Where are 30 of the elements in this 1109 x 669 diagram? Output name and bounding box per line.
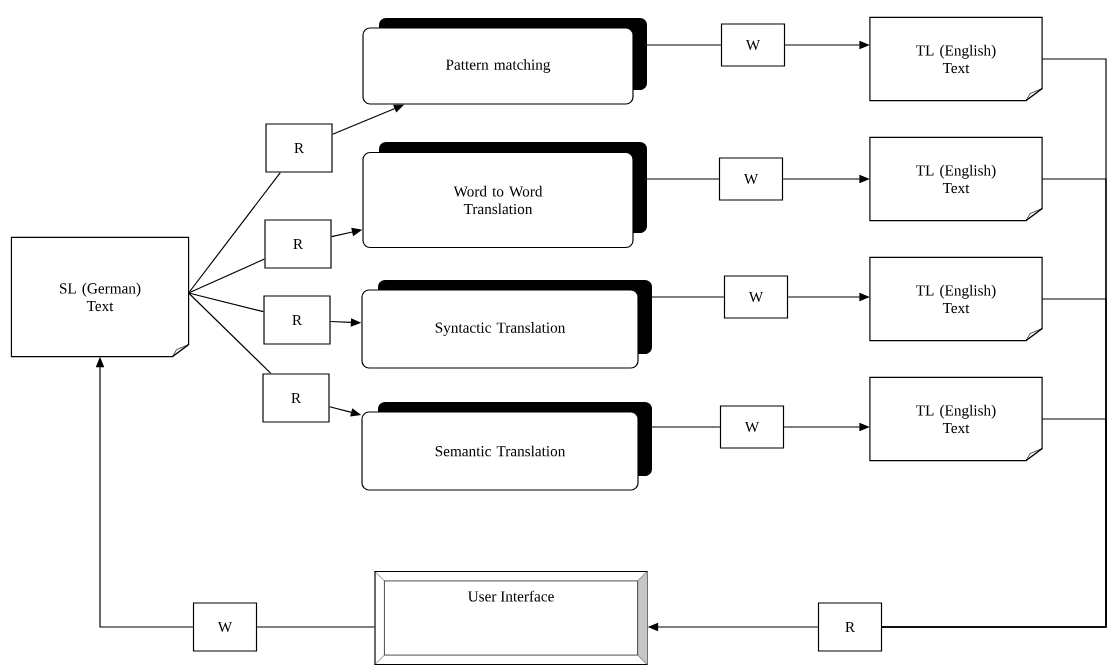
- interface-box: User Interface: [374, 570, 648, 666]
- label-box: W: [192, 602, 258, 652]
- label-box: R: [265, 123, 333, 173]
- connector-line: [256, 626, 375, 628]
- process-box: Syntactic Translation: [361, 280, 652, 369]
- label-box: W: [718, 157, 784, 201]
- process-box: Semantic Translation: [361, 402, 652, 491]
- document-box: TL (English) Text: [869, 376, 1043, 462]
- connector-line: [188, 258, 265, 294]
- label-box: W: [723, 275, 789, 319]
- document-box: TL (English) Text: [869, 136, 1043, 222]
- label-box: R: [264, 219, 332, 269]
- document-box: TL (English) Text: [869, 16, 1043, 102]
- label-box: R: [262, 373, 330, 423]
- label-box: R: [817, 602, 883, 652]
- connector-line: [188, 292, 264, 313]
- document-box: SL (German) Text: [10, 236, 190, 358]
- label-box: W: [719, 405, 785, 449]
- connector-line: [646, 178, 720, 180]
- process-box: Pattern matching: [362, 18, 647, 105]
- connector-line: [651, 426, 721, 428]
- connector-line: [188, 292, 272, 374]
- connector-line: [646, 44, 722, 46]
- document-box: TL (English) Text: [869, 256, 1043, 342]
- connector-line: [651, 296, 725, 298]
- label-box: W: [720, 23, 786, 67]
- connector-line: [881, 418, 1107, 628]
- label-box: R: [263, 295, 331, 345]
- process-box: Word to Word Translation: [362, 142, 647, 249]
- connector-line: [188, 172, 281, 294]
